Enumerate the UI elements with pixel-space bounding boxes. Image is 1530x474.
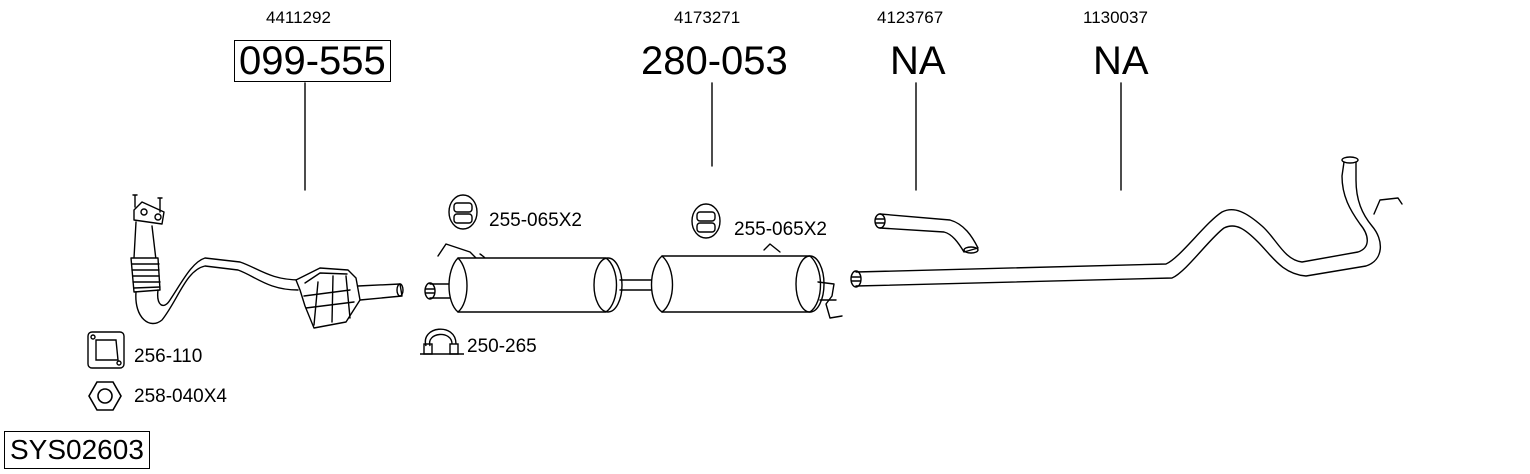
part-number-tailpipe[interactable]: NA xyxy=(1093,39,1149,83)
flange-gasket-icon xyxy=(87,331,125,369)
nut-label: 258-040X4 xyxy=(134,386,227,407)
catalytic-converter-part[interactable] xyxy=(130,194,404,329)
hex-nut-icon xyxy=(88,381,122,411)
oem-number-silencer: 4173271 xyxy=(674,8,741,27)
oem-number-tailpipe: 1130037 xyxy=(1083,8,1148,27)
tailpipe-part[interactable] xyxy=(850,156,1403,288)
bend-pipe-part[interactable] xyxy=(874,213,979,254)
rubber-hanger-icon xyxy=(448,194,478,230)
oem-number-bend: 4123767 xyxy=(877,8,944,27)
part-number-catalytic[interactable]: 099-555 xyxy=(234,40,391,82)
part-number-silencer[interactable]: 280-053 xyxy=(641,39,788,83)
hanger-label-2: 255-065X2 xyxy=(734,219,827,240)
silencer-part[interactable] xyxy=(424,243,843,319)
hanger-label-1: 255-065X2 xyxy=(489,210,582,231)
part-number-bend[interactable]: NA xyxy=(890,39,946,83)
clamp-label: 250-265 xyxy=(467,336,537,357)
system-id: SYS02603 xyxy=(4,431,150,469)
rubber-hanger-icon xyxy=(691,203,721,239)
oem-number-catalytic: 4411292 xyxy=(266,8,331,27)
gasket-label: 256-110 xyxy=(134,346,203,367)
pipe-clamp-icon xyxy=(420,328,464,355)
